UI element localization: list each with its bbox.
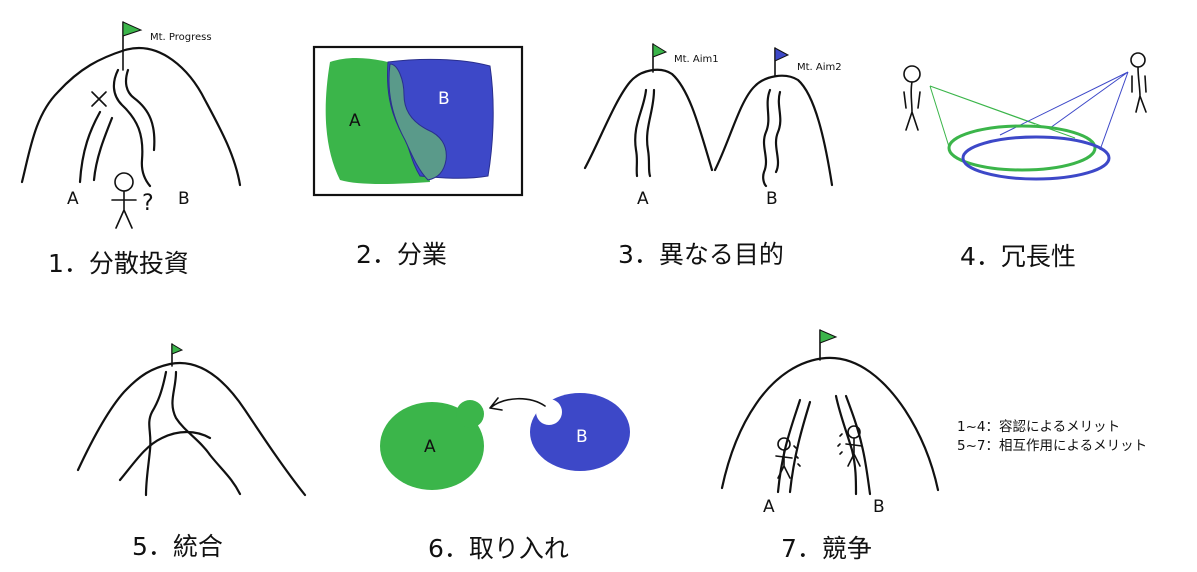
observer-left-figure (903, 65, 921, 131)
caption-1: 1．分散投資 (48, 249, 189, 278)
observer-right-figure (1130, 52, 1147, 113)
caption-2: 2．分業 (356, 240, 447, 269)
region-a-label: A (349, 111, 361, 131)
caption-4: 4．冗長性 (960, 242, 1076, 271)
panel-different-goals: Mt. Aim1 A Mt. Aim2 B 3．異なる目的 (583, 43, 842, 269)
climber-right-figure (837, 425, 863, 467)
trail-center (112, 68, 156, 188)
path-a-label: A (67, 189, 79, 209)
summit-flag-icon (122, 21, 143, 37)
summit-flag-icon (171, 343, 184, 355)
panel-redundancy: 4．冗長性 (903, 52, 1147, 271)
flag-a-icon (652, 43, 668, 58)
hiker-figure (111, 172, 137, 229)
merged-trail (144, 370, 242, 497)
overlap-region (388, 63, 447, 181)
mountain-b-label: B (766, 189, 778, 209)
mountain-outline (20, 47, 242, 187)
path-b-label: B (873, 497, 885, 517)
summit-flag-icon (819, 329, 838, 344)
blob-a-label: A (424, 437, 436, 457)
panel-competition: A B 7．競争 (720, 329, 940, 563)
flag-b-label: Mt. Aim2 (797, 62, 842, 73)
legend-line-1: 1~4：容認によるメリット (957, 418, 1120, 435)
caption-5: 5．統合 (132, 532, 223, 561)
region-a (325, 57, 430, 184)
sightline-blue (999, 71, 1129, 151)
path-b-label: B (178, 189, 190, 209)
trail-left (78, 110, 114, 184)
target-ellipse-blue (961, 135, 1111, 181)
mountain-outline (76, 361, 307, 497)
frame-box (312, 45, 524, 197)
panel-integration: 5．統合 (76, 343, 307, 561)
caption-3: 3．異なる目的 (618, 240, 784, 269)
sightline-green (929, 85, 1076, 151)
panel-adoption: A B 6．取り入れ (380, 393, 630, 563)
path-a-label: A (763, 497, 775, 517)
question-mark: ? (142, 191, 154, 216)
transfer-arrow (489, 397, 546, 411)
region-b-label: B (438, 89, 450, 109)
legend-line-2: 5~7：相互作用によるメリット (957, 438, 1147, 454)
climber-left-figure (775, 437, 801, 479)
mountain-outline (720, 356, 940, 492)
mountain-b-trail (762, 88, 782, 188)
mountain-a-trail (634, 88, 656, 178)
target-ellipse-green (947, 124, 1097, 172)
blob-b-label: B (576, 427, 588, 447)
dead-end-cross-icon (91, 91, 107, 107)
legend: 1~4：容認によるメリット 5~7：相互作用によるメリット (957, 418, 1147, 454)
flag-b-icon (774, 47, 790, 62)
caption-7: 7．競争 (781, 534, 872, 563)
caption-6: 6．取り入れ (428, 534, 569, 563)
missing-piece (536, 399, 562, 425)
panel-division-of-labor: A B 2．分業 (312, 45, 524, 269)
blob-a (380, 402, 484, 490)
panel-diversified-investment: Mt. Progress ? A B 1．分散投資 (20, 21, 242, 278)
mountain-b-outline (713, 74, 834, 187)
inner-ridge (118, 430, 212, 482)
summit-label: Mt. Progress (150, 32, 212, 43)
mountain-a-label: A (637, 189, 649, 209)
flag-a-label: Mt. Aim1 (674, 54, 719, 65)
absorbed-piece (456, 400, 484, 428)
